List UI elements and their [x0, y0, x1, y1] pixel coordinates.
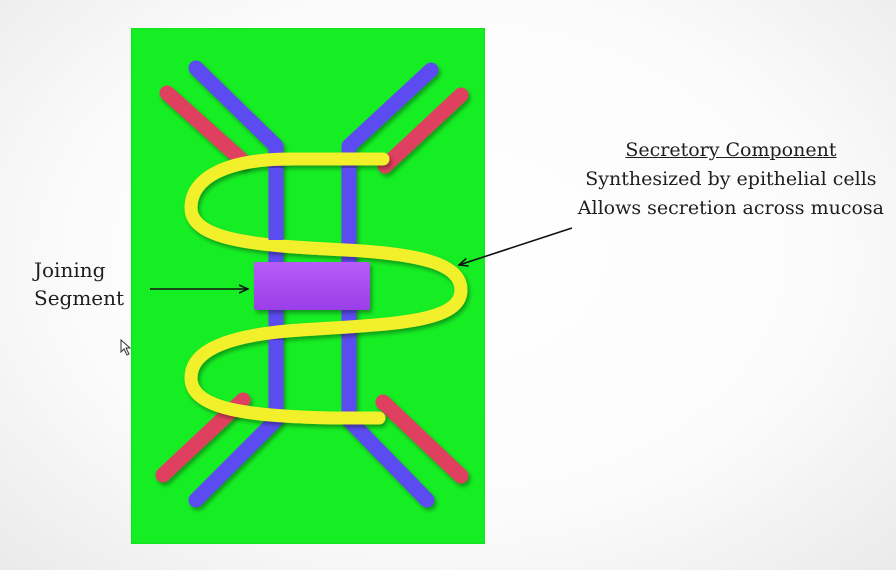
secretory-component-title: Secretory Component [625, 139, 837, 161]
joining-segment-block [254, 262, 370, 310]
mouse-pointer-icon [120, 339, 132, 356]
secretory-component-line2: Allows secretion across mucosa [577, 197, 884, 219]
light-chain-top-right [377, 87, 469, 174]
light-chain-top-left [159, 85, 251, 169]
joining-label-line2: Segment [34, 286, 125, 310]
secretory-component-arrow [459, 227, 573, 265]
joining-segment-label: Joining Segment [34, 256, 124, 312]
iga-diagram-panel [131, 28, 485, 544]
light-chain-bottom-right [375, 394, 469, 484]
dimeric-iga-diagram [155, 60, 469, 508]
secretory-component-line1: Synthesized by epithelial cells [585, 168, 877, 190]
secretory-component-chain [184, 152, 468, 425]
joining-label-line1: Joining [34, 258, 106, 282]
secretory-component-label: Secretory Component Synthesized by epith… [578, 136, 884, 223]
